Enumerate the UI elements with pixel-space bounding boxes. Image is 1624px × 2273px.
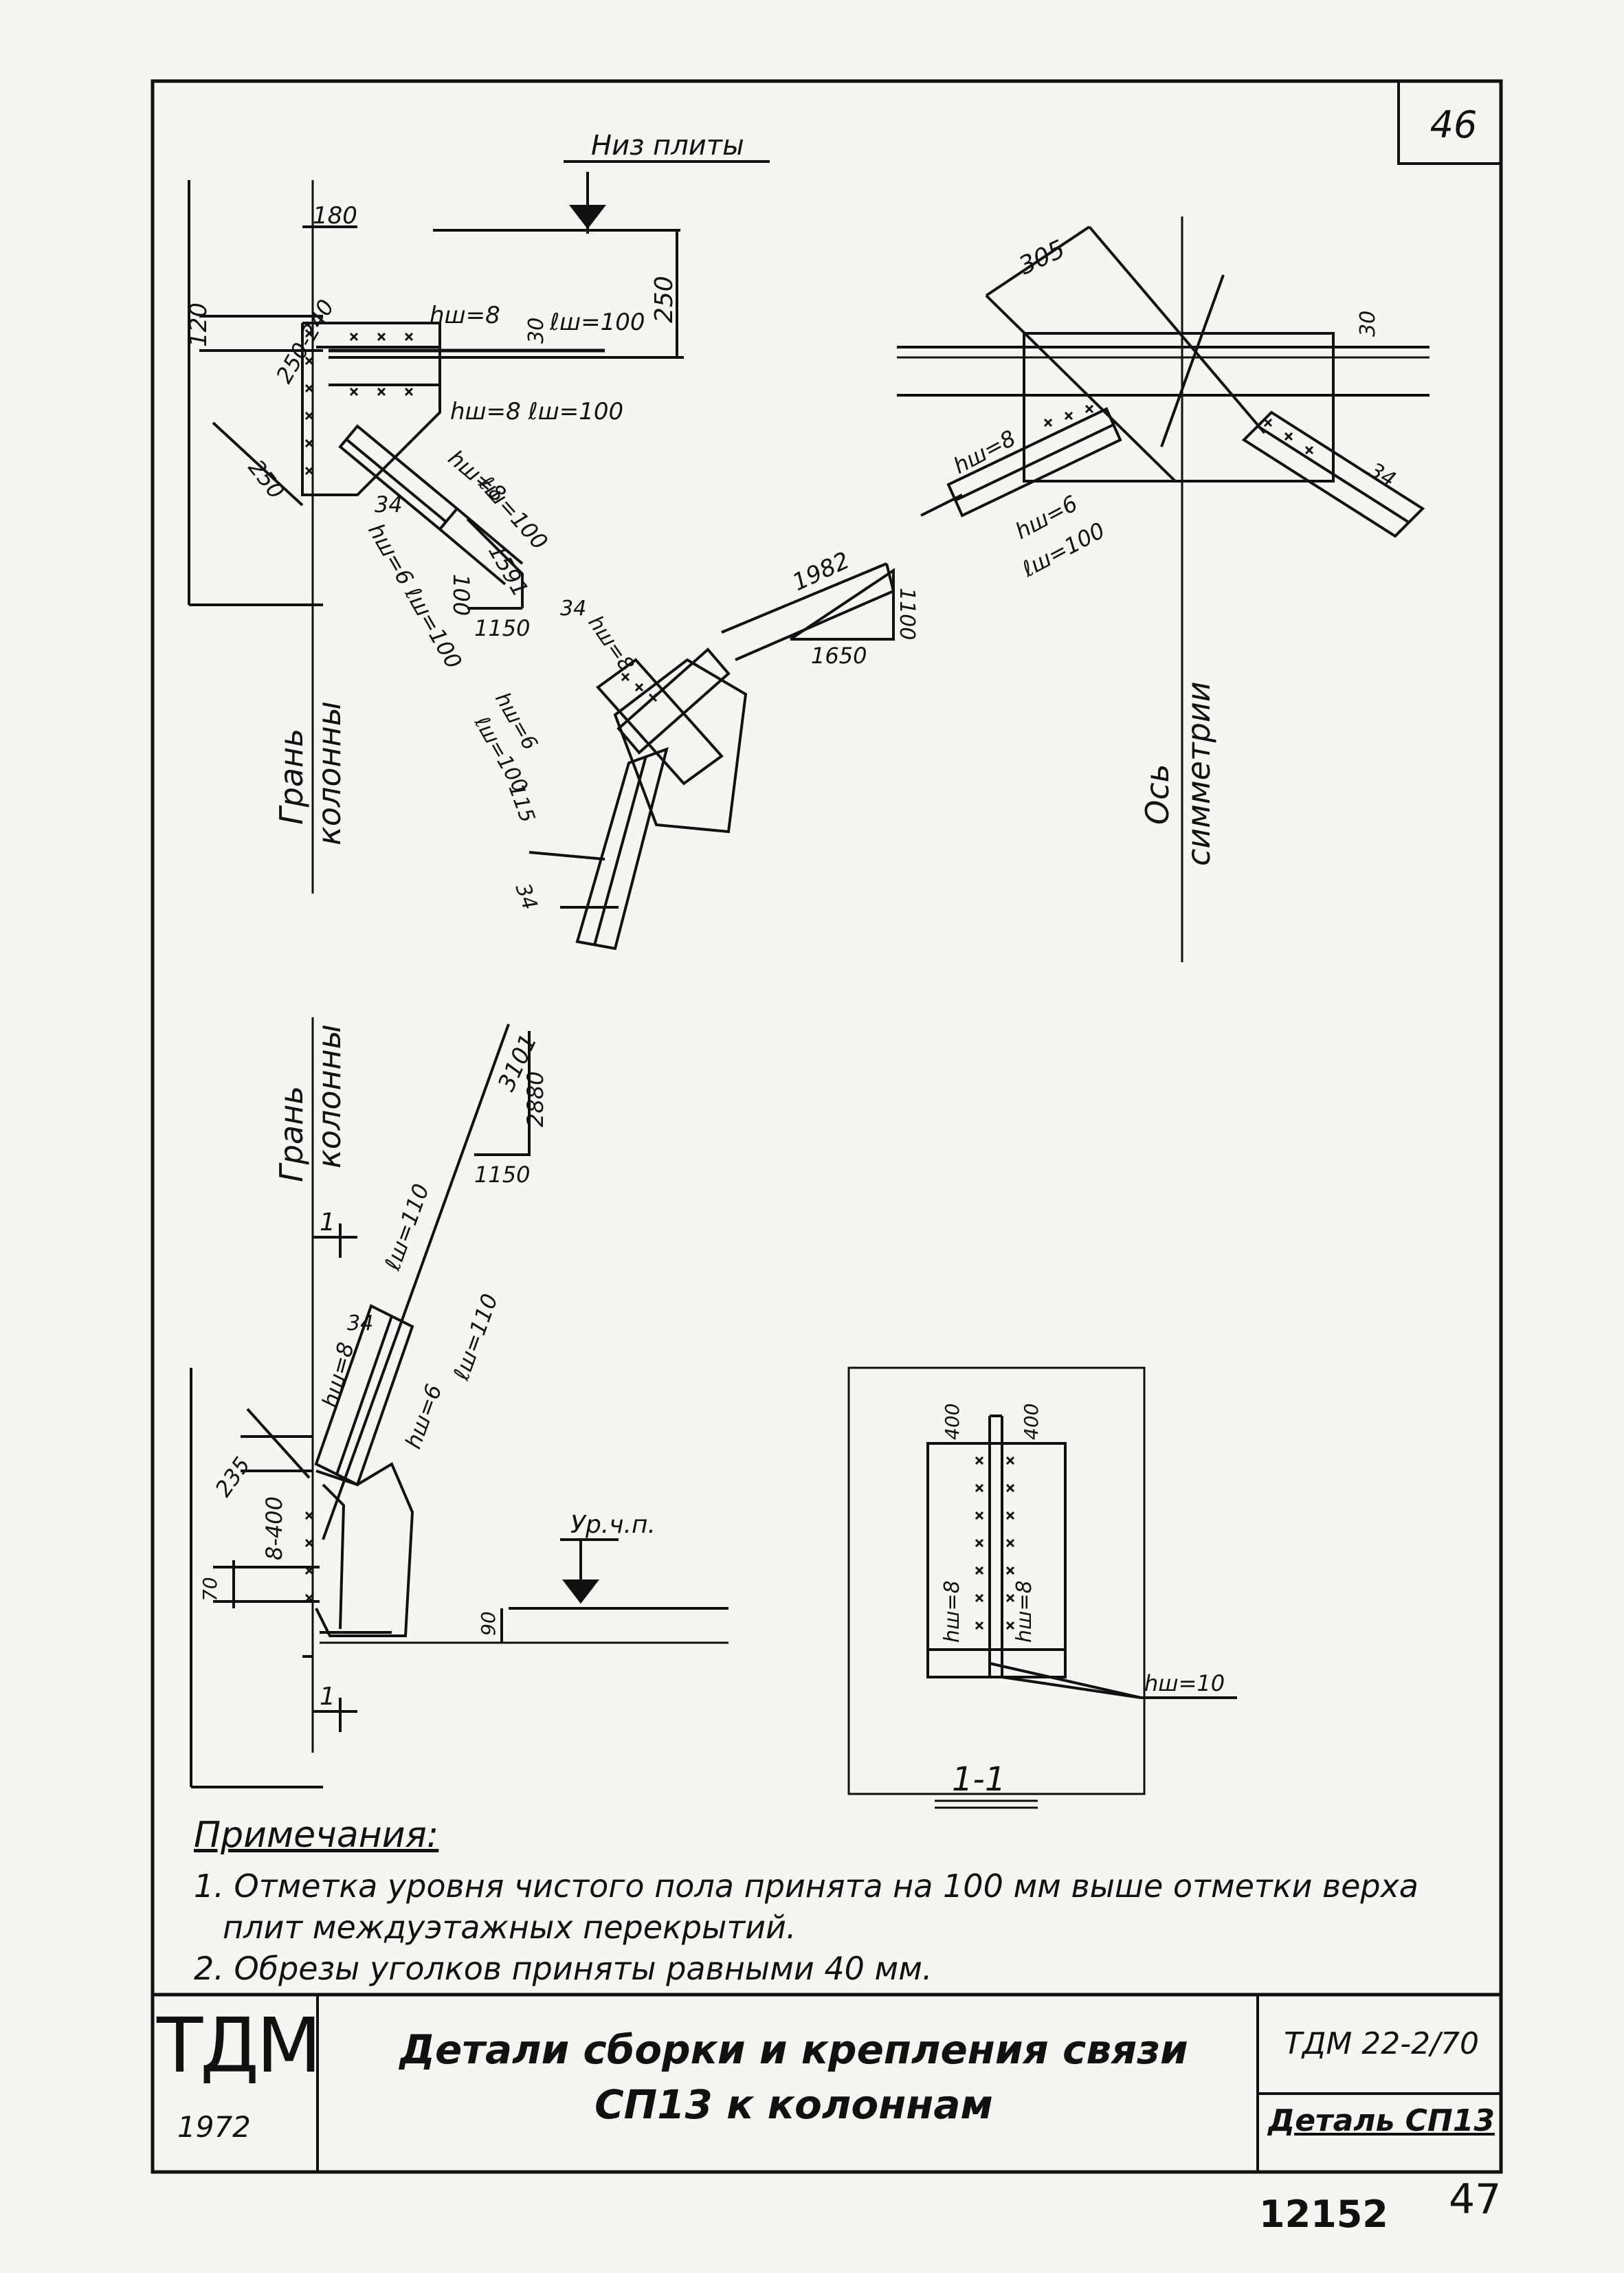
title-block-detail: Деталь СП13 xyxy=(1268,2103,1495,2138)
weld-label-14: hш=8 xyxy=(317,1340,359,1410)
title-line-1: Детали сборки и крепления связи xyxy=(399,2026,1188,2073)
section-1-1 xyxy=(847,1366,1237,1809)
bottom-stamp-number: 12152 xyxy=(1259,2193,1388,2236)
weld-label-3: hш=8 ℓш=100 xyxy=(450,398,623,425)
title-block-year: 1972 xyxy=(177,2110,251,2144)
weld-label-17: hш=8 xyxy=(940,1580,964,1643)
page-number-box xyxy=(1397,81,1501,165)
note-1-line-2: плит междуэтажных перекрытий. xyxy=(223,1909,797,1946)
page-number: 46 xyxy=(1430,103,1478,146)
title-block-code: ТДМ 22-2/70 xyxy=(1284,2026,1479,2061)
dim-1150-a: 1150 xyxy=(474,615,530,641)
section-mark-top: 1 xyxy=(320,1208,335,1237)
weld-label-13: ℓш=110 xyxy=(379,1180,434,1274)
dim-235: 235 xyxy=(210,1452,255,1502)
dim-1100: 1100 xyxy=(895,588,919,640)
dim-34-d: 34 xyxy=(1365,458,1400,492)
detail-top-left xyxy=(188,160,770,894)
column-face-label-bottom-2: колонны xyxy=(311,1024,348,1168)
weld-label-18: hш=8 xyxy=(1012,1580,1036,1643)
dim-34-c: 34 xyxy=(510,880,542,913)
sheet-frame xyxy=(151,79,1503,2174)
title-block-logo: ТДМ xyxy=(156,2002,322,2089)
note-1-line-1: 1. Отметка уровня чистого пола принята н… xyxy=(194,1867,1419,1905)
dim-30-a: 30 xyxy=(524,318,548,344)
dim-100: 100 xyxy=(448,574,474,616)
notes-header: Примечания: xyxy=(194,1815,439,1856)
weld-label-19: hш=10 xyxy=(1144,1670,1225,1696)
dim-115: 115 xyxy=(503,781,539,826)
title-block-title: Детали сборки и крепления связи СП13 к к… xyxy=(323,2022,1265,2132)
weld-label-7: hш=8 xyxy=(583,612,638,676)
column-face-label-bottom: Грань xyxy=(273,1086,310,1182)
dim-1591: 1591 xyxy=(483,540,534,601)
section-title: 1-1 xyxy=(952,1760,1005,1799)
dim-180: 180 xyxy=(313,202,357,230)
weld-label-15: hш=6 xyxy=(400,1381,447,1452)
bottom-page-number: 47 xyxy=(1449,2175,1502,2224)
dim-1150-b: 1150 xyxy=(474,1162,530,1188)
dim-30-b: 30 xyxy=(1356,311,1380,337)
dim-1650: 1650 xyxy=(811,643,867,669)
title-line-2: СП13 к колоннам xyxy=(594,2081,993,2128)
section-mark-bottom: 1 xyxy=(320,1683,335,1711)
weld-label-5: ℓш=100 xyxy=(473,470,553,555)
dim-70: 70 xyxy=(199,1577,221,1601)
detail-center-knee xyxy=(529,562,895,951)
dim-250-240: 250-240 xyxy=(271,295,340,388)
weld-label-16: ℓш=110 xyxy=(447,1290,503,1384)
dim-2880: 2880 xyxy=(522,1072,548,1127)
weld-label-10: hш=8 xyxy=(949,425,1020,479)
dim-34-a: 34 xyxy=(375,491,403,518)
detail-bottom-left xyxy=(190,1017,728,1788)
label-top-level: Низ плиты xyxy=(591,130,744,162)
notes-block: Примечания: 1. Отметка уровня чистого по… xyxy=(194,1815,1500,1989)
dim-400-b: 400 xyxy=(1020,1404,1043,1440)
dim-250-vertical: 250 xyxy=(650,276,678,323)
weld-label-1: hш=8 xyxy=(430,302,500,329)
dim-120: 120 xyxy=(185,302,212,347)
dim-400-a: 400 xyxy=(941,1404,964,1440)
weld-label-2: ℓш=100 xyxy=(549,309,645,336)
detail-top-right xyxy=(897,217,1430,962)
dim-8-400: 8-400 xyxy=(261,1496,287,1560)
column-face-label-top: Грань xyxy=(273,729,310,825)
dim-34-b: 34 xyxy=(560,597,586,621)
dim-34-e: 34 xyxy=(347,1311,373,1335)
floor-level-label: Ур.ч.п. xyxy=(570,1511,656,1539)
dim-250: 250 xyxy=(243,455,290,505)
dim-305: 305 xyxy=(1014,235,1069,280)
symmetry-axis-label-2: симметрии xyxy=(1180,681,1217,866)
column-face-label-top-2: колонны xyxy=(311,701,348,845)
dim-1982: 1982 xyxy=(788,546,854,597)
note-2: 2. Обрезы уголков приняты равными 40 мм. xyxy=(194,1950,933,1987)
symmetry-axis-label-1: Ось xyxy=(1139,764,1176,825)
dim-90: 90 xyxy=(477,1611,500,1636)
